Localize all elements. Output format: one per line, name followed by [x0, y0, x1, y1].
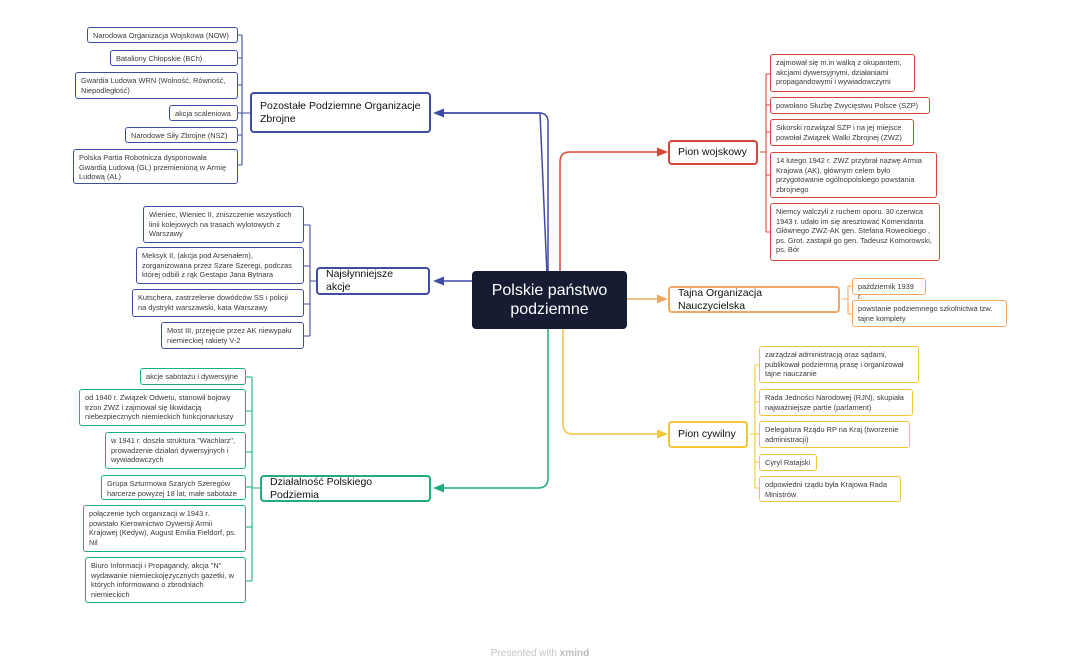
branch-label: Pion wojskowy: [678, 146, 747, 158]
leaf-text: Narodowa Organizacja Wojskowa (NOW): [93, 31, 229, 40]
leaf-text: 14 lutego 1942 r. ZWZ przybrał nazwę Arm…: [776, 156, 922, 194]
branch-label: Pozostałe Podziemne Organizacje Zbrojne: [260, 99, 421, 125]
leaf-zwz[interactable]: Sikorski rozwiązał SZP i na jej miejsce …: [770, 119, 914, 146]
leaf-text: październik 1939 r.: [858, 282, 914, 301]
link-center-cywilny: [562, 329, 657, 435]
leaf-krajowa-rada-ministrow[interactable]: odpowiedni rządu była Krajowa Rada Minis…: [759, 476, 901, 502]
leaf-text: powołano Służbę Zwycięstwu Polsce (SZP): [776, 101, 919, 110]
leaf-text: Niemcy walczyli z ruchem oporu. 30 czerw…: [776, 207, 932, 255]
leaf-text: połączenie tych organizacji w 1943 r. po…: [89, 509, 237, 547]
leaf-nsz[interactable]: Narodowe Siły Zbrojne (NSZ): [125, 127, 238, 143]
leaf-text: Cyryl Ratajski: [765, 458, 811, 467]
arrow-nauczycielska: [657, 294, 668, 304]
leaf-wachlarz[interactable]: w 1941 r. doszła struktura "Wachlarz", p…: [105, 432, 246, 469]
central-topic[interactable]: Polskie państwo podziemne: [472, 271, 627, 329]
leaf-text: Most III, przejęcie przez AK niewypału n…: [167, 326, 292, 345]
leaf-rjn[interactable]: Rada Jedności Narodowej (RJN), skupiała …: [759, 389, 913, 416]
branch-label: Pion cywilny: [678, 428, 736, 440]
leaf-text: Bataliony Chłopskie (BCh): [116, 54, 203, 63]
branch-najslynniejsze-akcje[interactable]: Najsłynniejsze akcje: [316, 267, 430, 295]
footer-credit: Presented with xmind: [0, 648, 1080, 659]
leaf-text: zarządzał administracją oraz sądami, pub…: [765, 350, 904, 379]
leaf-text: powstanie podziemnego szkolnictwa tzw. t…: [858, 304, 993, 323]
leaf-rowecki-komorowski[interactable]: Niemcy walczyli z ruchem oporu. 30 czerw…: [770, 203, 940, 261]
branch-pion-wojskowy[interactable]: Pion wojskowy: [668, 140, 758, 165]
leaf-administracja-sady[interactable]: zarządzał administracją oraz sądami, pub…: [759, 346, 919, 383]
link-center-dzialalnosc: [444, 329, 549, 489]
leaf-text: Polska Partia Robotnicza dysponowała Gwa…: [79, 153, 227, 182]
leaf-kedyw[interactable]: połączenie tych organizacji w 1943 r. po…: [83, 505, 246, 552]
leaf-walka-z-okupantem[interactable]: zajmował się m.in walką z okupantem, akc…: [770, 54, 915, 92]
link-center-wojskowy: [559, 151, 657, 271]
arrow-akcje: [433, 276, 444, 286]
leaf-text: Kutschera, zastrzelenie dowódców SS i po…: [138, 293, 288, 312]
leaf-pazdziernik-1939[interactable]: październik 1939 r.: [852, 278, 926, 301]
branch-label: Najsłynniejsze akcje: [326, 268, 394, 293]
leaf-text: Meksyk II, (akcja pod Arsenałem), zorgan…: [142, 251, 292, 280]
branch-label: Działalność Polskiego Podziemia: [270, 475, 373, 501]
leaf-text: zajmował się m.in walką z okupantem, akc…: [776, 58, 902, 87]
leaf-meksyk[interactable]: Meksyk II, (akcja pod Arsenałem), zorgan…: [136, 247, 304, 284]
arrow-dzialalnosc: [433, 483, 444, 493]
branch-label: Tajna Organizacja Nauczycielska: [678, 286, 763, 312]
leaf-text: Wieniec, Wieniec II, zniszczenie wszystk…: [149, 210, 292, 239]
leaf-text: Gwardia Ludowa WRN (Wolność, Równość, Ni…: [81, 76, 226, 95]
leaf-text: od 1940 r. Związek Odwetu, stanowił bojo…: [85, 393, 234, 422]
branch-dzialalnosc-podziemia[interactable]: Działalność Polskiego Podziemia: [260, 475, 431, 502]
leaf-text: Grupa Szturmowa Szarych Szeregów harcerz…: [107, 479, 237, 498]
leaf-text: w 1941 r. doszła struktura "Wachlarz", p…: [111, 436, 236, 465]
leaf-text: odpowiedni rządu była Krajowa Rada Minis…: [765, 480, 888, 499]
leaf-text: Biuro Informacji i Propagandy, akcja "N"…: [91, 561, 234, 599]
leaf-cyryl-ratajski[interactable]: Cyryl Ratajski: [759, 454, 817, 471]
footer-prefix: Presented with: [490, 648, 557, 659]
leaf-kutschera[interactable]: Kutschera, zastrzelenie dowódców SS i po…: [132, 289, 304, 317]
leaf-most-iii[interactable]: Most III, przejęcie przez AK niewypału n…: [161, 322, 304, 349]
leaf-akcje-sabotazu[interactable]: akcje sabotażu i dywersyjne: [140, 368, 246, 385]
leaf-tajne-komplety[interactable]: powstanie podziemnego szkolnictwa tzw. t…: [852, 300, 1007, 327]
leaf-now[interactable]: Narodowa Organizacja Wojskowa (NOW): [87, 27, 238, 43]
leaf-akcja-scaleniowa[interactable]: akcja scaleniowa: [169, 105, 238, 121]
leaf-gwardia-ludowa-wrn[interactable]: Gwardia Ludowa WRN (Wolność, Równość, Ni…: [75, 72, 238, 99]
leaf-bch[interactable]: Bataliony Chłopskie (BCh): [110, 50, 238, 66]
leaf-text: akcje sabotażu i dywersyjne: [146, 372, 239, 381]
leaf-grupa-szturmowa[interactable]: Grupa Szturmowa Szarych Szeregów harcerz…: [101, 475, 246, 500]
leaf-zwiazek-odwetu[interactable]: od 1940 r. Związek Odwetu, stanowił bojo…: [79, 389, 246, 426]
leaf-ppr[interactable]: Polska Partia Robotnicza dysponowała Gwa…: [73, 149, 238, 184]
leaf-text: akcja scaleniowa: [175, 109, 231, 118]
leaf-text: Narodowe Siły Zbrojne (NSZ): [131, 131, 228, 140]
leaf-szp[interactable]: powołano Służbę Zwycięstwu Polsce (SZP): [770, 97, 930, 114]
leaf-delegatura[interactable]: Delegatura Rządu RP na Kraj (tworzenie a…: [759, 421, 910, 448]
arrow-wojskowy: [657, 147, 668, 157]
leaf-bip-akcja-n[interactable]: Biuro Informacji i Propagandy, akcja "N"…: [85, 557, 246, 603]
branch-pion-cywilny[interactable]: Pion cywilny: [668, 421, 748, 448]
arrow-cywilny: [657, 429, 668, 439]
branch-pozostale-organizacje[interactable]: Pozostałe Podziemne Organizacje Zbrojne: [250, 92, 431, 133]
leaf-text: Sikorski rozwiązał SZP i na jej miejsce …: [776, 123, 902, 142]
branch-tajna-organizacja-nauczycielska[interactable]: Tajna Organizacja Nauczycielska: [668, 286, 840, 313]
arrow-pozostale: [433, 108, 444, 118]
leaf-text: Rada Jedności Narodowej (RJN), skupiała …: [765, 393, 904, 412]
xmind-logo[interactable]: xmind: [559, 648, 590, 659]
central-topic-label: Polskie państwo podziemne: [491, 282, 608, 318]
leaf-wieniec[interactable]: Wieniec, Wieniec II, zniszczenie wszystk…: [143, 206, 304, 243]
leaf-armia-krajowa[interactable]: 14 lutego 1942 r. ZWZ przybrał nazwę Arm…: [770, 152, 937, 198]
leaf-text: Delegatura Rządu RP na Kraj (tworzenie a…: [765, 425, 899, 444]
